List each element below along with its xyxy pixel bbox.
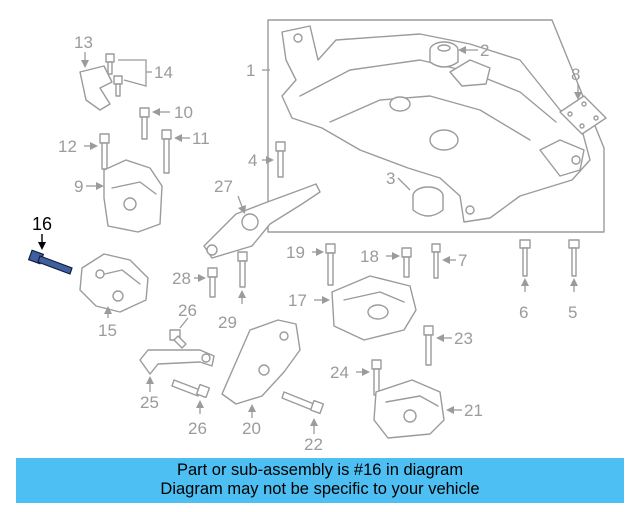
part-22-bolt[interactable] xyxy=(281,391,325,415)
part-6-bolt[interactable] xyxy=(519,239,531,277)
part-2-mount[interactable] xyxy=(429,41,459,68)
callout-11: 11 xyxy=(192,129,210,148)
callout-7: 7 xyxy=(458,251,467,270)
part-7-bolt[interactable] xyxy=(431,243,441,279)
callout-15: 15 xyxy=(98,321,117,340)
callout-21: 21 xyxy=(464,401,483,420)
callout-14: 14 xyxy=(154,63,173,82)
part-27-link[interactable] xyxy=(203,183,321,259)
part-19-bolt[interactable] xyxy=(325,243,336,286)
part-13-bracket[interactable] xyxy=(79,65,113,111)
callout-4: 4 xyxy=(248,151,257,170)
part-4-bolt[interactable] xyxy=(275,141,286,178)
callout-1: 1 xyxy=(246,61,255,80)
callout-23: 23 xyxy=(454,329,473,348)
part-5-bolt[interactable] xyxy=(568,239,580,277)
part-28-bolt[interactable] xyxy=(207,267,218,298)
part-3-mount[interactable] xyxy=(412,186,444,217)
part-26-bolt-lower[interactable] xyxy=(171,379,211,399)
part-1-subframe[interactable] xyxy=(267,19,605,233)
callout-27: 27 xyxy=(214,177,233,196)
callout-28: 28 xyxy=(172,269,191,288)
callout-25: 25 xyxy=(140,393,159,412)
callout-18: 18 xyxy=(360,247,379,266)
part-9-mount[interactable] xyxy=(103,159,163,233)
callout-9: 9 xyxy=(74,177,83,196)
part-15-mount[interactable] xyxy=(79,253,149,313)
callout-22: 22 xyxy=(304,435,323,454)
part-24-bolt[interactable] xyxy=(371,359,382,396)
part-20-bracket[interactable] xyxy=(221,319,301,405)
callout-8: 8 xyxy=(571,65,580,84)
callout-26-lower: 26 xyxy=(188,419,207,438)
info-banner: Part or sub-assembly is #16 in diagram D… xyxy=(16,458,624,503)
callout-5: 5 xyxy=(568,303,577,322)
callout-2: 2 xyxy=(480,41,489,60)
part-25-arm[interactable] xyxy=(139,349,215,375)
callout-12: 12 xyxy=(58,137,77,156)
part-11-bolt[interactable] xyxy=(161,129,172,174)
callout-6: 6 xyxy=(519,303,528,322)
callout-13: 13 xyxy=(74,33,93,52)
banner-line-2: Diagram may not be specific to your vehi… xyxy=(160,480,480,498)
part-14-bolts[interactable] xyxy=(105,53,123,97)
callout-17: 17 xyxy=(288,291,307,310)
callout-16: 16 xyxy=(32,214,52,234)
callout-29: 29 xyxy=(218,313,237,332)
part-26-bolt-upper[interactable] xyxy=(169,329,187,349)
callout-20: 20 xyxy=(242,419,261,438)
part-12-bolt[interactable] xyxy=(99,133,110,170)
part-10-bolt[interactable] xyxy=(139,107,150,140)
part-16-bolt-highlighted[interactable] xyxy=(27,249,73,275)
callout-24: 24 xyxy=(330,363,349,382)
part-21-mount[interactable] xyxy=(373,379,445,439)
part-23-bolt[interactable] xyxy=(423,325,434,366)
part-29-bolt[interactable] xyxy=(237,251,248,288)
part-17-mount[interactable] xyxy=(331,275,417,341)
part-18-bolt[interactable] xyxy=(401,247,412,278)
part-8-plate[interactable] xyxy=(559,95,607,135)
banner-line-1: Part or sub-assembly is #16 in diagram xyxy=(176,461,464,479)
callout-3: 3 xyxy=(386,169,395,188)
callout-19: 19 xyxy=(286,243,305,262)
callout-26-upper: 26 xyxy=(178,301,197,320)
callout-10: 10 xyxy=(174,103,193,122)
